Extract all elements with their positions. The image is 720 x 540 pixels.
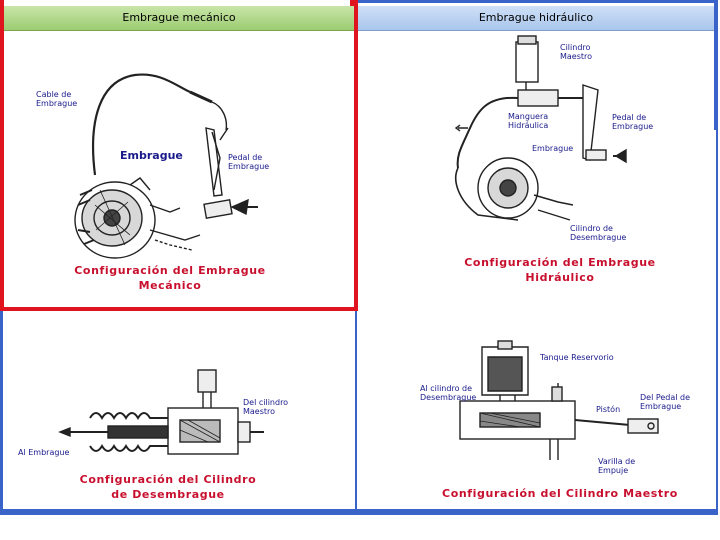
clutch-label: Embrague <box>120 149 183 162</box>
highlight-box <box>0 0 358 311</box>
piston-label: Pistón <box>596 405 621 414</box>
master-cylinder-label: Cilindro Maestro <box>560 43 593 61</box>
mechanical-clutch-diagram <box>74 73 258 259</box>
right-frame-line-lower <box>716 130 718 515</box>
from-pedal-label: Del Pedal de Embrague <box>640 393 691 411</box>
from-master-label: Del cilindro Maestro <box>243 398 289 416</box>
reservoir-label: Tanque Reservorio <box>540 353 614 362</box>
hydraulic-pedal-label: Pedal de Embrague <box>612 113 654 131</box>
mechanical-caption: Configuración del Embrague Mecánico <box>74 264 266 292</box>
hydraulic-header: Embrague hidráulico <box>358 6 714 31</box>
slave-cylinder-caption: Configuración del Cilindro de Desembragu… <box>79 473 257 501</box>
bottom-frame-line <box>0 509 718 515</box>
master-cylinder-diagram <box>459 340 659 460</box>
master-cylinder-caption: Configuración del Cilindro Maestro <box>442 487 678 500</box>
to-clutch-label: Al Embrague <box>18 448 70 457</box>
highlight-box-top <box>350 0 354 6</box>
hydraulic-clutch-diagram <box>454 35 627 221</box>
pushrod-label: Varilla de Empuje <box>598 457 636 475</box>
mechanical-header: Embrague mecánico <box>4 6 354 31</box>
right-frame-line <box>714 0 718 130</box>
slave-cylinder-label: Cilindro de Desembrague <box>570 224 627 242</box>
top-blue-line <box>358 0 718 3</box>
hydraulic-clutch-label: Embrague <box>532 144 574 153</box>
pedal-label: Pedal de Embrague <box>228 153 270 171</box>
hydraulic-caption: Configuración del Embrague Hidráulico <box>464 256 656 284</box>
slave-cylinder-diagram <box>58 369 264 455</box>
hose-label: Manguera Hidráulica <box>508 112 549 130</box>
to-slave-label: Al cilindro de Desembrague <box>420 384 477 402</box>
cable-label: Cable de Embrague <box>36 90 78 108</box>
